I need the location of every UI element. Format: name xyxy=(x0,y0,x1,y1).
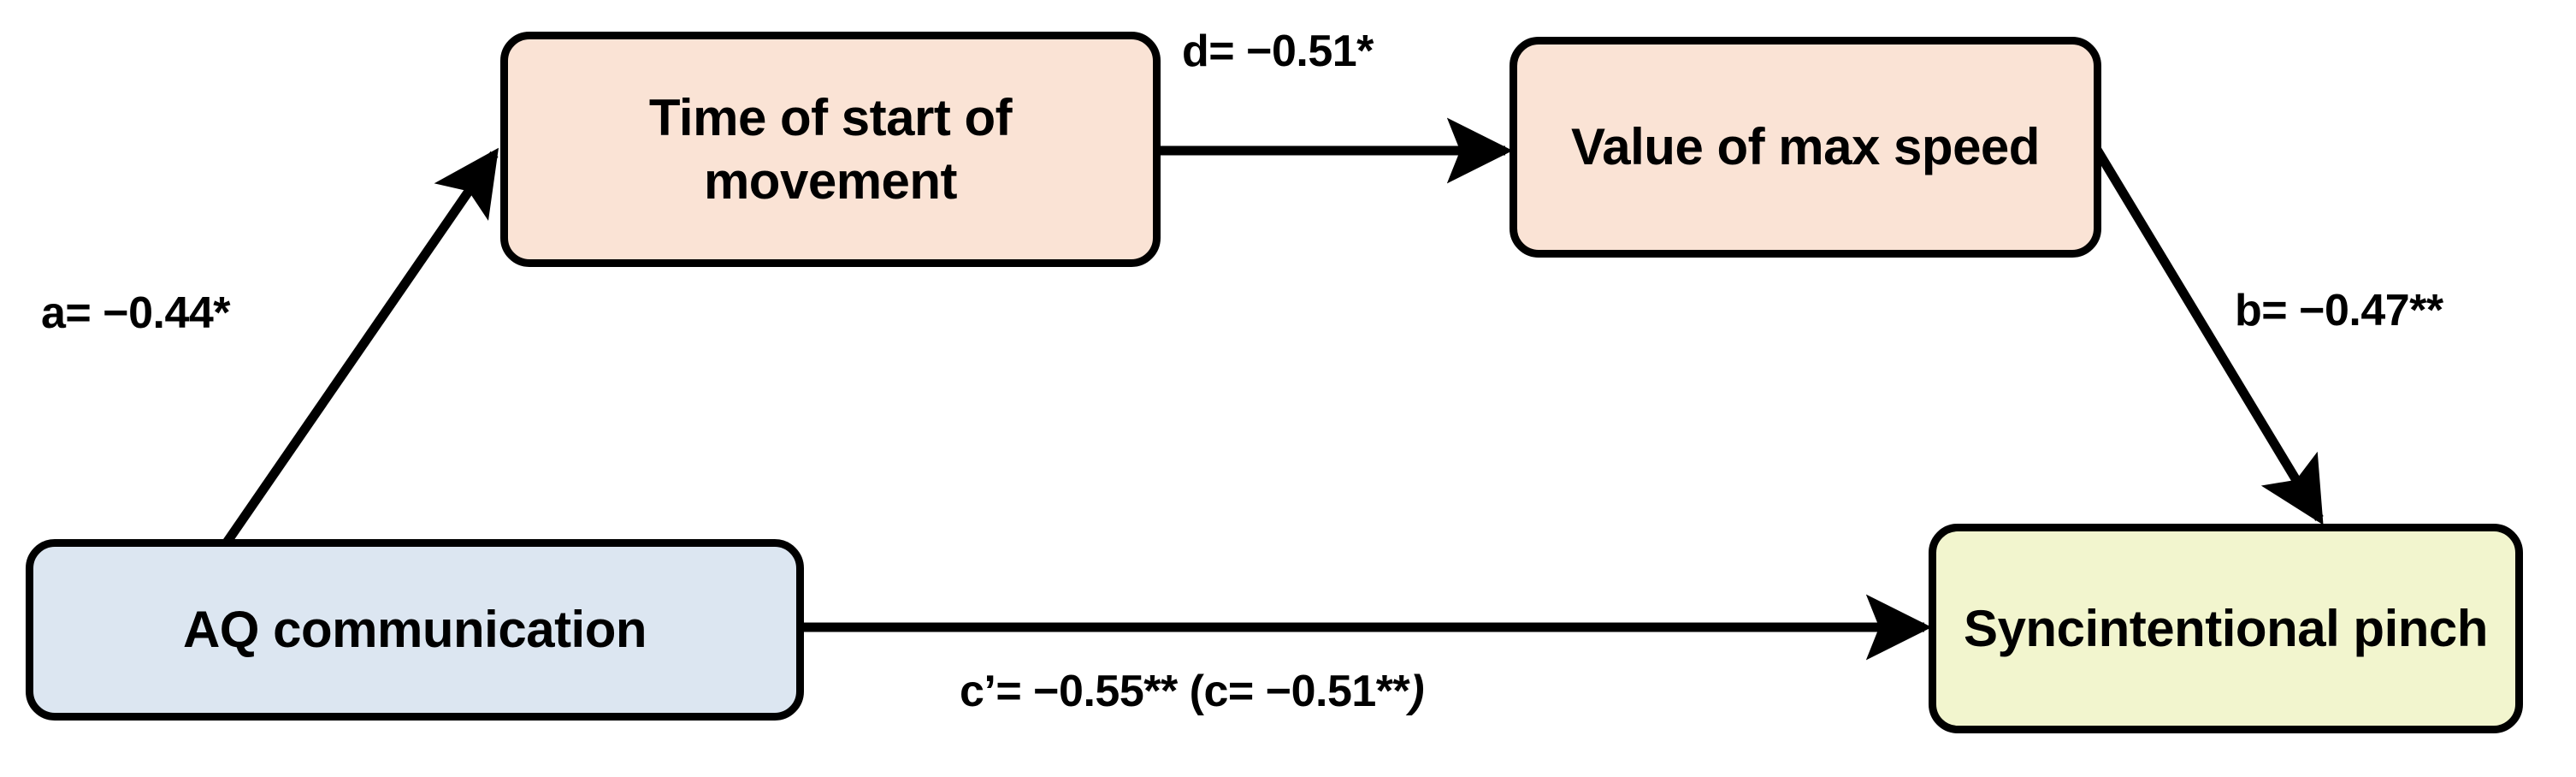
edge-label-c-prime-direct: c’= −0.55** (c= −0.51** xyxy=(960,667,1410,716)
node-time-of-start-of-movement-label: Time of start of movement xyxy=(648,89,1013,210)
node-time-of-start-of-movement[interactable]: Time of start of movement xyxy=(500,32,1161,267)
edge-a-arrow xyxy=(222,147,499,546)
node-value-of-max-speed-label: Value of max speed xyxy=(1571,118,2040,176)
node-syncintentional-pinch[interactable]: Syncintentional pinch xyxy=(1929,524,2523,733)
edge-label-b: b= −0.47** xyxy=(2235,286,2443,335)
edge-label-c-prime-closing-paren: ) xyxy=(1409,667,1425,716)
edge-label-a: a= −0.44* xyxy=(41,288,231,338)
edge-label-c-prime: c’= −0.55** (c= −0.51**) xyxy=(960,666,1425,717)
node-syncintentional-pinch-label: Syncintentional pinch xyxy=(1964,599,2488,657)
node-aq-communication-label: AQ communication xyxy=(182,601,647,659)
node-aq-communication[interactable]: AQ communication xyxy=(26,539,804,721)
edge-label-d: d= −0.51* xyxy=(1182,27,1374,76)
node-value-of-max-speed[interactable]: Value of max speed xyxy=(1510,37,2101,258)
